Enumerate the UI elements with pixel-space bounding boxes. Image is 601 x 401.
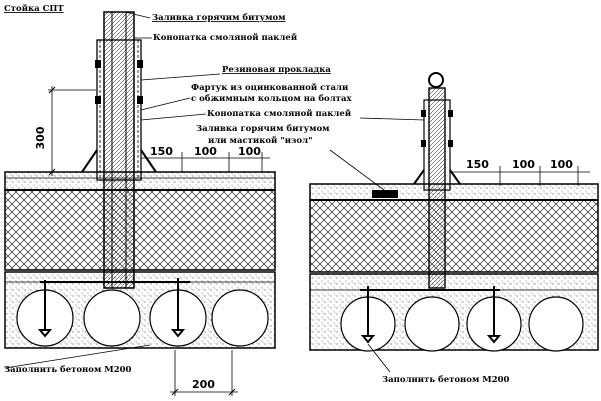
left-label-apron-line2: с обжимным кольцом на болтах [191, 93, 352, 104]
left-dim-100a: 100 [194, 145, 217, 158]
left-dim-100b: 100 [238, 145, 261, 158]
right-detail: 150 100 100 [309, 72, 599, 373]
left-dim-200: 200 [192, 378, 215, 391]
right-post [428, 87, 446, 289]
left-insulation-layer [4, 189, 276, 271]
right-roofing-layer [309, 183, 599, 201]
left-label-apron-line1: Фартук из оцинкованной стали [191, 82, 349, 93]
right-insulation-layer [309, 199, 599, 273]
left-slab-void [83, 289, 141, 347]
left-slab-void [211, 289, 269, 347]
right-label-bitumen-line1: Заливка горячим битумом [196, 123, 330, 134]
left-label-resin-caulk: Конопатка смоляной паклей [153, 32, 298, 43]
right-label-concrete-fill: Заполнить бетоном М200 [382, 374, 510, 385]
left-detail: 300 150 100 100 200 [4, 11, 276, 396]
right-dim-100b: 100 [550, 158, 573, 171]
left-label-concrete-fill: Заполнить бетоном М200 [4, 364, 132, 375]
left-label-rubber-gasket: Резиновая прокладка [222, 65, 331, 75]
right-dim-150: 150 [466, 158, 489, 171]
right-lifting-eye [428, 72, 444, 88]
left-apron [81, 149, 157, 173]
left-post [103, 11, 135, 289]
left-label-bitumen-fill: Заливка горячим битумом [152, 12, 286, 23]
right-label-bitumen-line2: или мастикой "изол" [208, 135, 313, 146]
left-roofing-layer [4, 171, 276, 191]
right-slab-void [404, 296, 460, 352]
right-dim-100a: 100 [512, 158, 535, 171]
left-dim-height: 300 [34, 126, 47, 149]
drawing-title: Стойка СПТ [4, 3, 64, 14]
right-slab-void [528, 296, 584, 352]
left-label-resin-caulk-2: Конопатка смоляной паклей [207, 108, 352, 119]
left-dim-150: 150 [150, 145, 173, 158]
